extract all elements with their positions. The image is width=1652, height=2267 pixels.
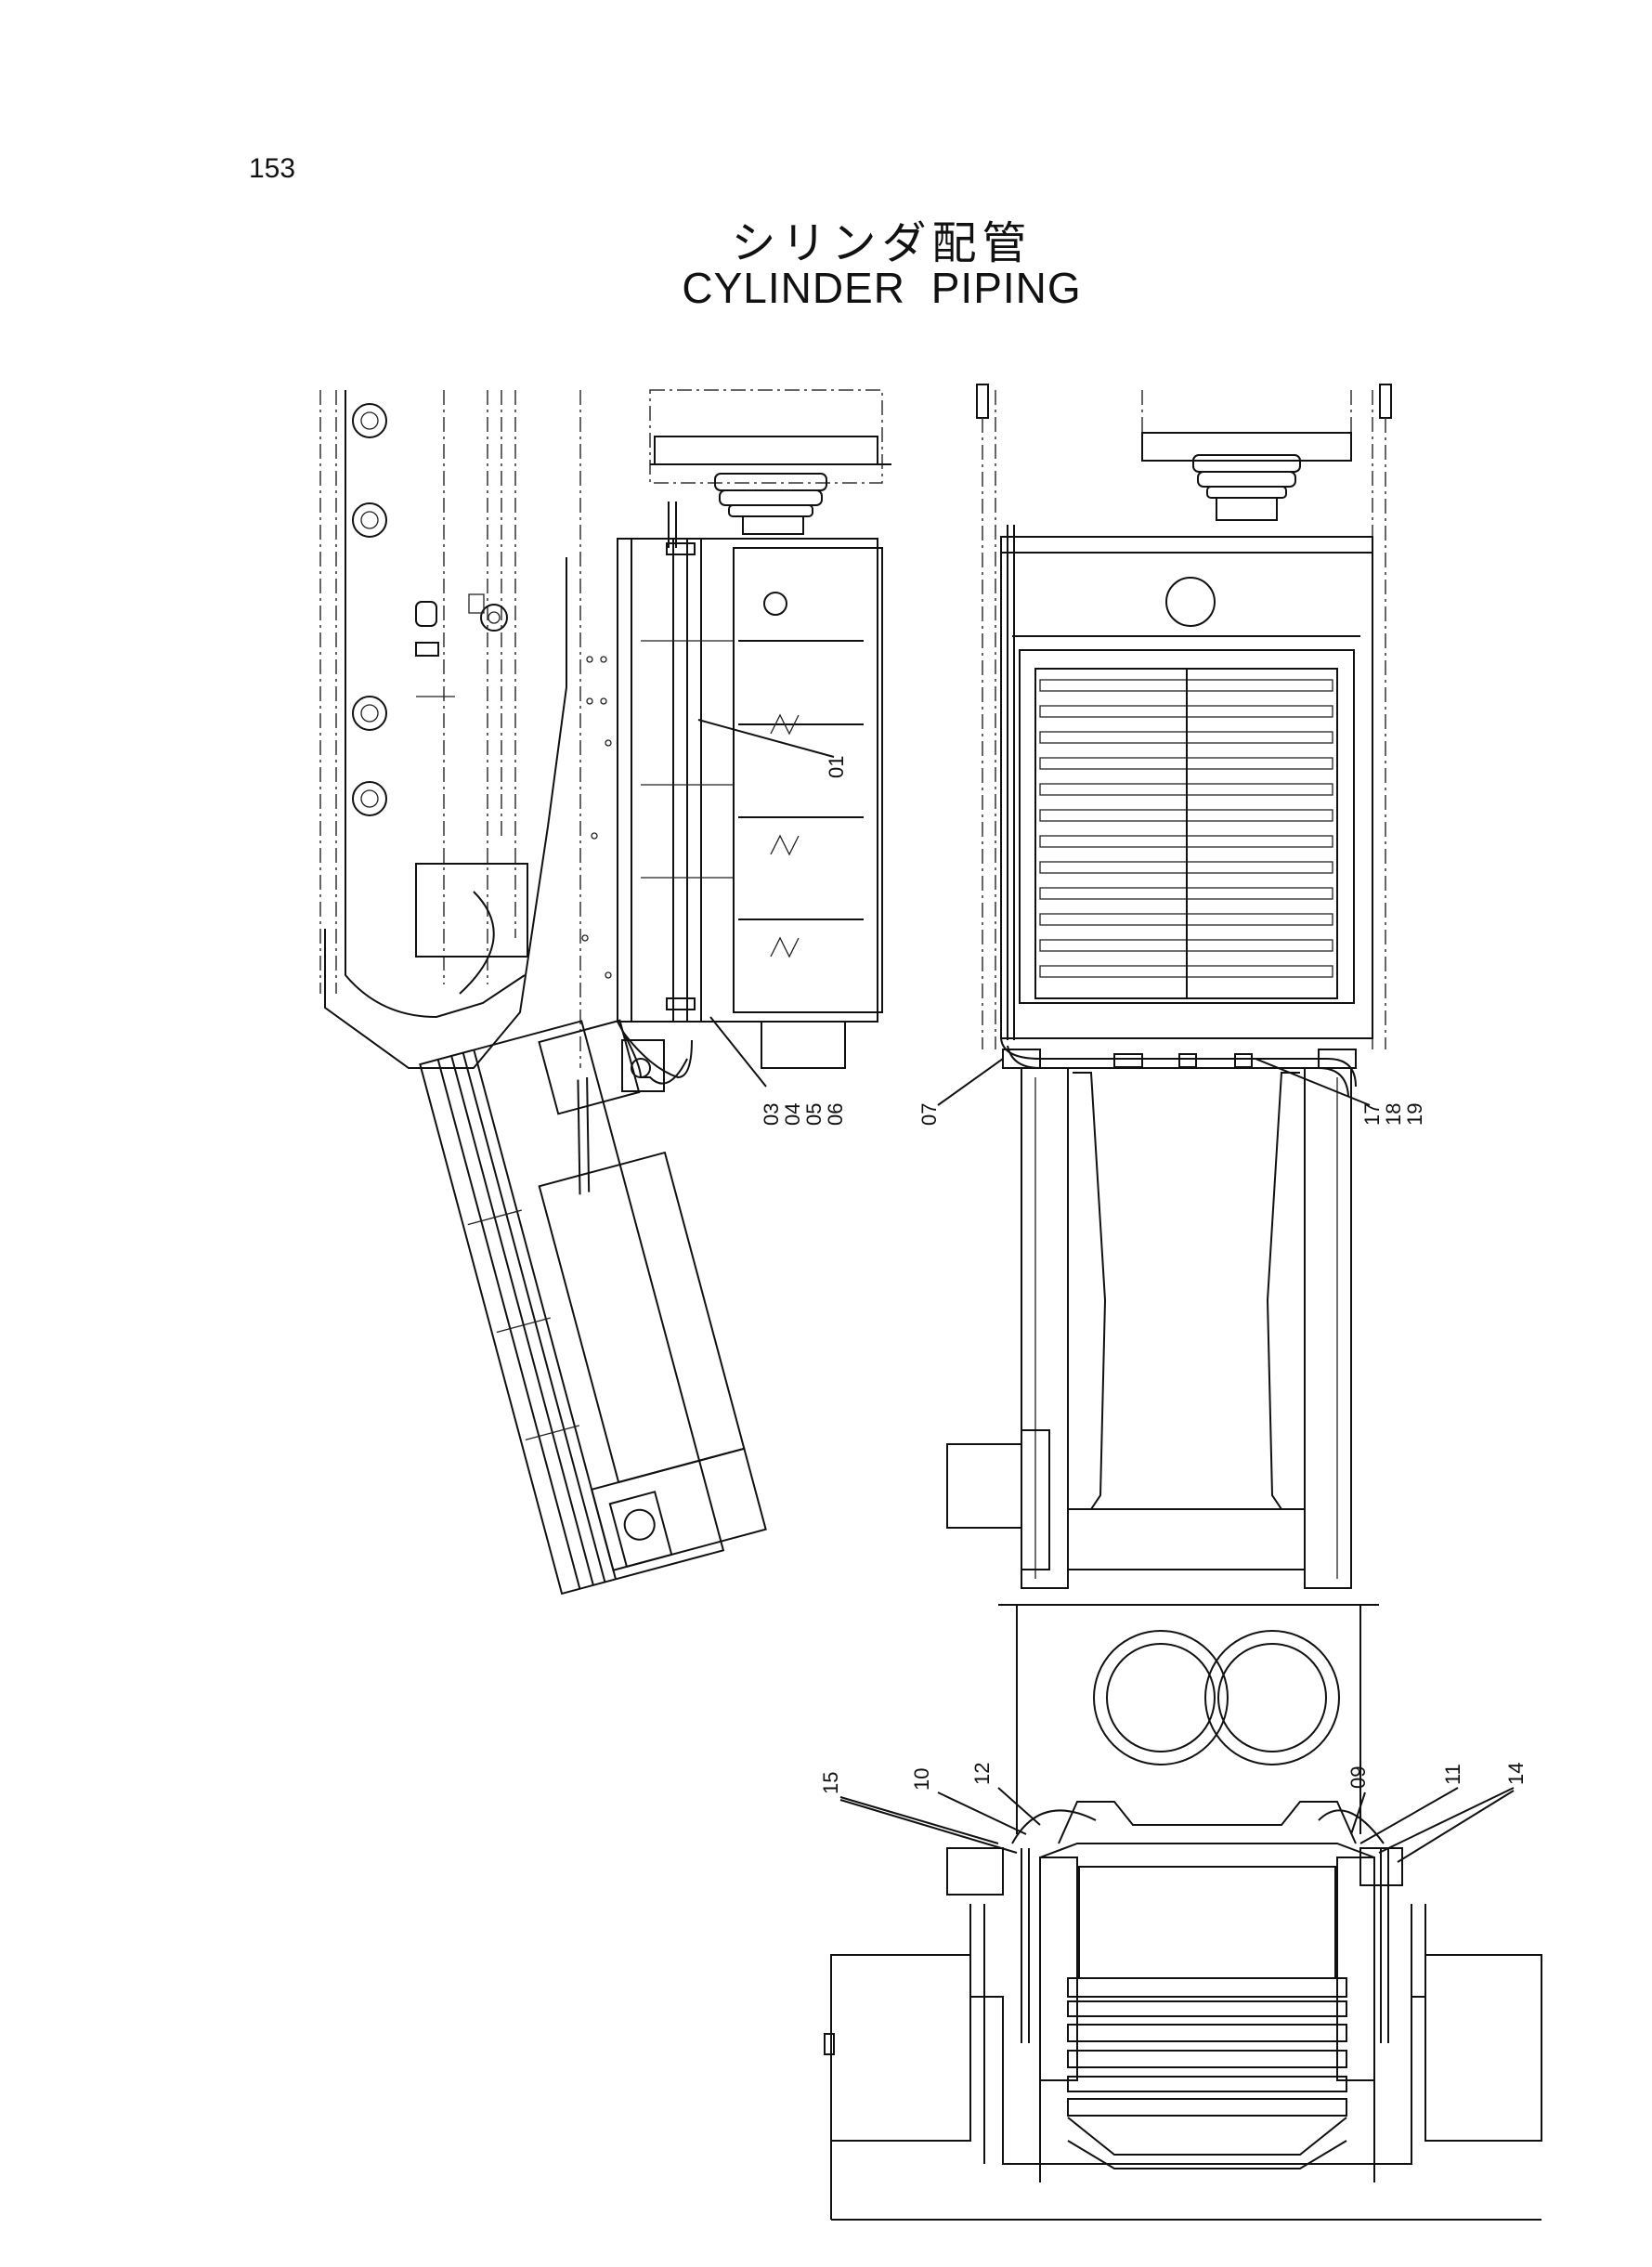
title-japanese: シリンダ配管 — [731, 217, 1033, 269]
side-view: 01 03 04 05 06 — [319, 389, 891, 1596]
callout-15: 15 — [819, 1772, 842, 1794]
callout-01: 01 — [825, 756, 848, 778]
callout-04: 04 — [781, 1103, 804, 1126]
front-view: 07 17 18 19 — [917, 384, 1426, 1589]
callout-09: 09 — [1346, 1766, 1370, 1789]
title-english: CYLINDER PIPING — [682, 264, 1082, 312]
callout-10: 10 — [910, 1768, 933, 1791]
plate-stack — [1039, 669, 1333, 998]
callout-11: 11 — [1441, 1764, 1464, 1785]
end-view: 15 10 12 09 11 14 — [819, 1604, 1542, 2221]
callout-05: 05 — [802, 1103, 826, 1126]
callout-07: 07 — [917, 1103, 941, 1126]
page-number: 153 — [249, 153, 296, 184]
callout-06: 06 — [824, 1103, 847, 1126]
callout-19: 19 — [1403, 1103, 1426, 1126]
callout-14: 14 — [1504, 1763, 1528, 1785]
callout-03: 03 — [760, 1103, 783, 1126]
callout-18: 18 — [1382, 1103, 1405, 1126]
callout-17: 17 — [1360, 1103, 1384, 1126]
boom — [419, 1019, 767, 1596]
callout-12: 12 — [970, 1763, 994, 1785]
